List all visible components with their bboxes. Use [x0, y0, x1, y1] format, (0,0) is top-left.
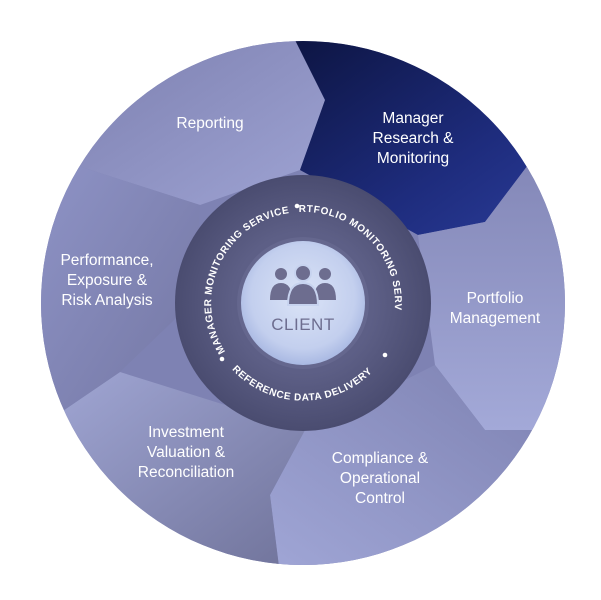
ring-dot-top — [294, 203, 300, 209]
segment-label-line: Investment — [148, 424, 225, 441]
segment-label-line: Control — [355, 490, 405, 507]
segment-label-line: Risk Analysis — [61, 292, 153, 309]
client-label: CLIENT — [271, 315, 334, 334]
segment-label-line: Manager — [382, 110, 443, 127]
segment-label-line: Reporting — [176, 115, 243, 132]
segment-portfolio-management[interactable] — [418, 165, 575, 430]
segment-label-line: Portfolio — [467, 290, 524, 307]
ring-dot-left — [219, 356, 225, 362]
segment-label-reporting: Reporting — [176, 115, 243, 132]
segment-label-line: Research & — [373, 130, 455, 147]
segment-label-line: Reconciliation — [138, 464, 235, 481]
segment-label-performance: Performance, Exposure & Risk Analysis — [60, 252, 153, 309]
segment-performance[interactable] — [35, 165, 200, 430]
segment-label-line: Compliance & — [332, 450, 429, 467]
segment-label-line: Valuation & — [147, 444, 226, 461]
segment-label-line: Management — [450, 310, 541, 327]
segment-label-line: Performance, — [60, 252, 153, 269]
people-group-icon — [270, 264, 336, 306]
segment-label-line: Monitoring — [377, 150, 449, 167]
ring-dot-right — [382, 352, 388, 358]
segment-label-line: Operational — [340, 470, 420, 487]
segment-label-line: Exposure & — [67, 272, 148, 289]
